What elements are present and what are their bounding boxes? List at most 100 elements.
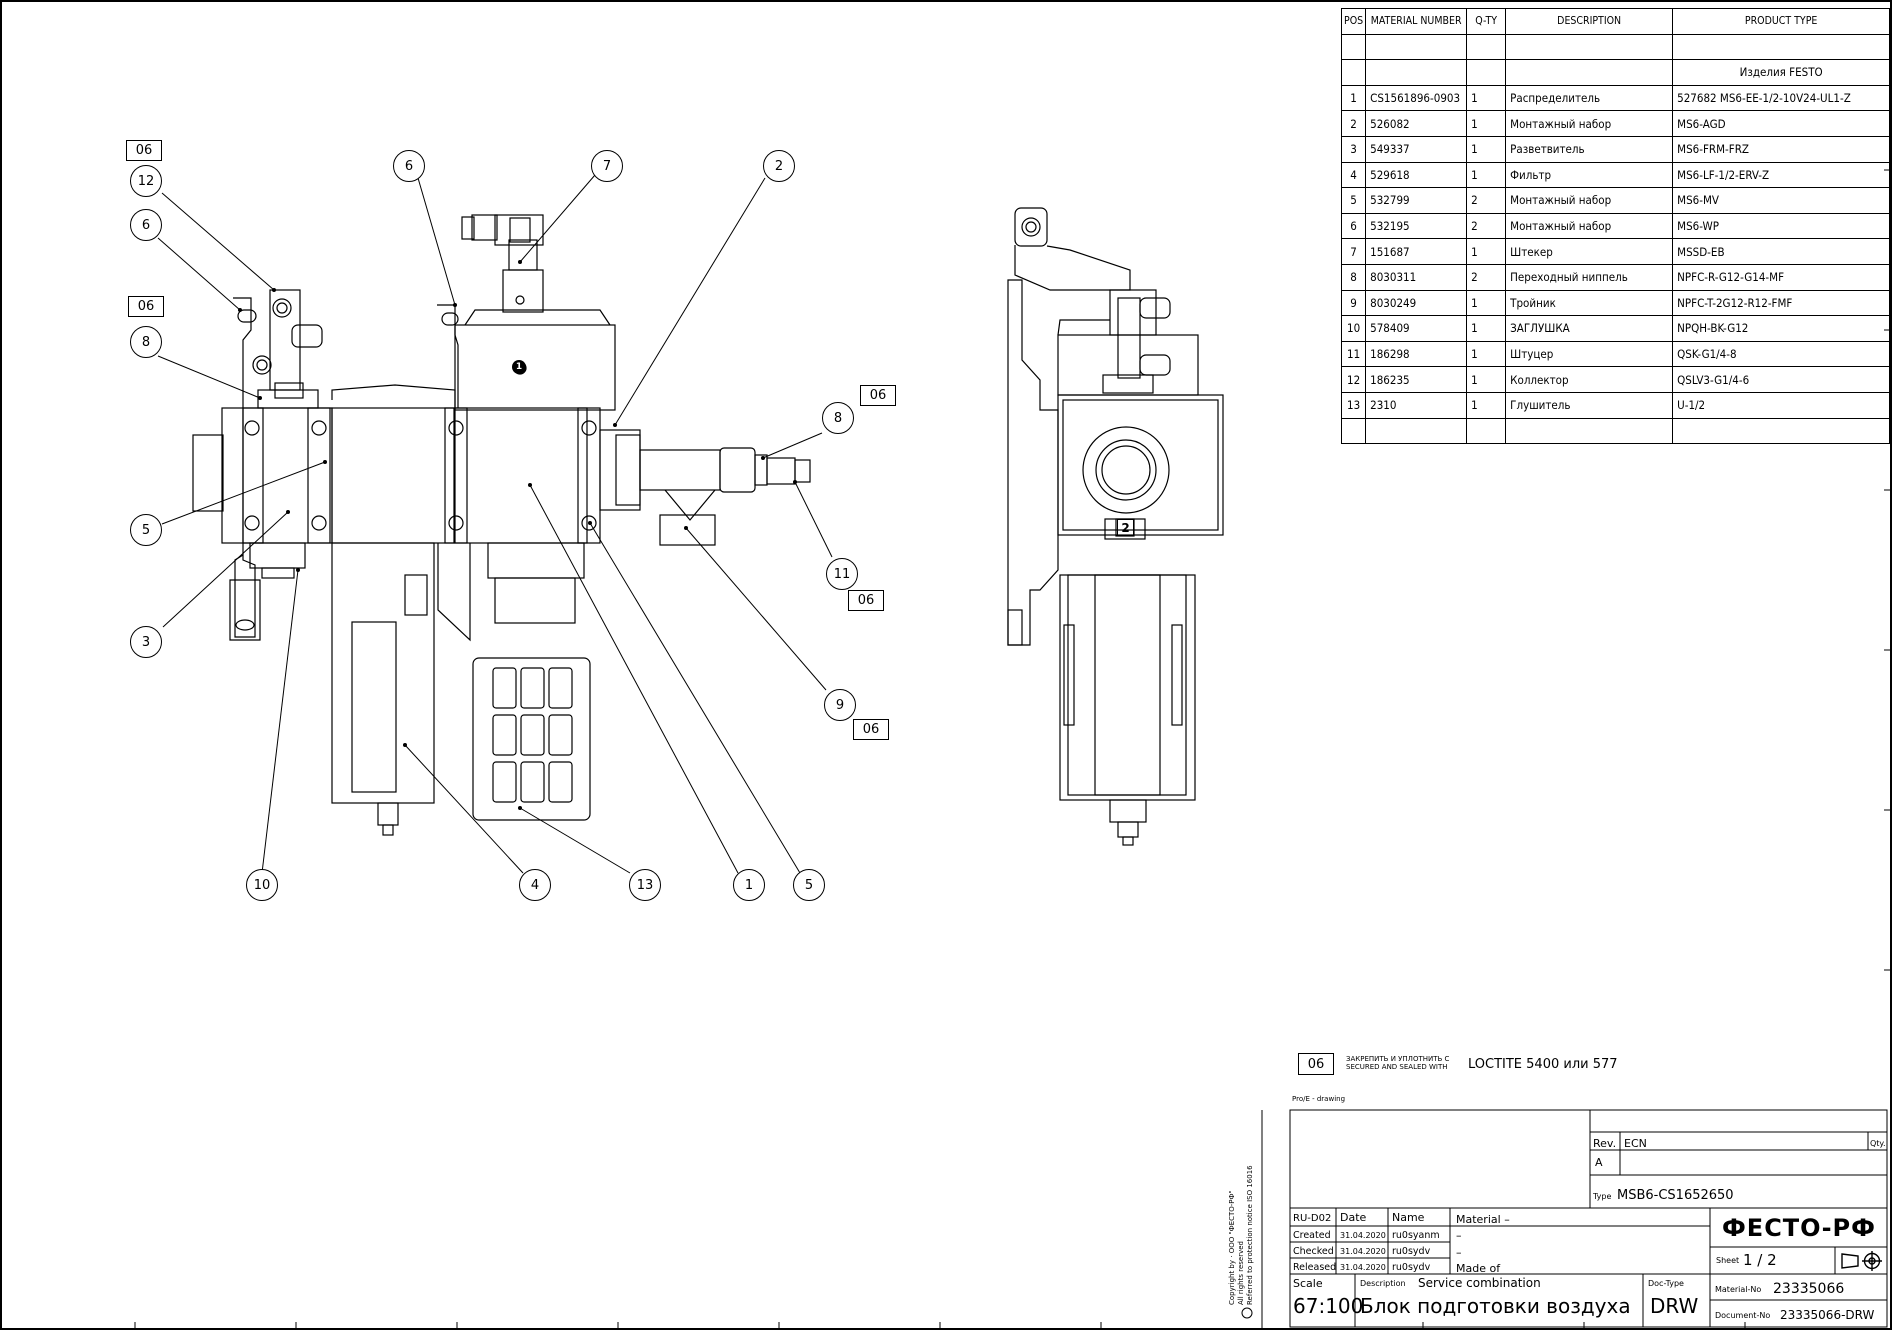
note-instruction: ЗАКРЕПИТЬ И УПЛОТНИТЬ С SECURED AND SEAL… — [1346, 1055, 1449, 1071]
note-tag-06: 06 — [848, 590, 884, 611]
bom-cell-qty: 1 — [1466, 84, 1507, 112]
front-view — [192, 214, 811, 836]
leader-lines — [157, 174, 833, 874]
bom-cell-material: 8030249 — [1365, 289, 1468, 317]
bom-cell-desc: Переходный ниппель — [1505, 263, 1674, 291]
header-qty: Q-TY — [1466, 8, 1507, 35]
bom-cell-qty: 1 — [1466, 289, 1507, 317]
bom-cell-qty: 1 — [1466, 340, 1507, 368]
bom-cell-material: 186235 — [1365, 366, 1468, 393]
table-row-group: Изделия FESTO — [1340, 59, 1891, 86]
bom-cell-qty: 1 — [1466, 238, 1507, 265]
note-tag-06: 06 — [128, 296, 164, 317]
bom-cell-material: 532799 — [1365, 187, 1468, 214]
bom-cell-pos: 6 — [1340, 212, 1367, 240]
bom-cell-type: MS6-AGD — [1672, 110, 1891, 137]
bom-cell-qty: 2 — [1466, 212, 1507, 240]
balloon-6: 6 — [393, 150, 425, 182]
bom-cell-qty: 1 — [1466, 135, 1507, 163]
balloon-5: 5 — [130, 514, 162, 546]
balloon-7: 7 — [591, 150, 623, 182]
bom-cell-type: NPFC-R-G12-G14-MF — [1672, 263, 1891, 291]
copyright-line-3: Referred to protection notice ISO 16016 — [1246, 1165, 1254, 1305]
bom-cell-material: 186298 — [1365, 340, 1468, 368]
side-view — [1007, 207, 1224, 846]
bom-cell-pos: 13 — [1340, 391, 1367, 419]
bom-cell-type: MS6-WP — [1672, 212, 1891, 240]
created-name: ru0syanm — [1392, 1230, 1440, 1241]
bom-cell-pos: 2 — [1340, 110, 1367, 137]
balloon-12: 12 — [130, 165, 162, 197]
header-description: DESCRIPTION — [1505, 8, 1674, 35]
table-row-empty — [1340, 33, 1891, 61]
header-pos: POS — [1340, 8, 1367, 35]
bom-cell-type: MS6-MV — [1672, 187, 1891, 214]
doctype-value: DRW — [1650, 1294, 1699, 1318]
bom-cell-material: 8030311 — [1365, 263, 1468, 291]
bom-cell-desc: Штекер — [1505, 238, 1674, 265]
title-block-lines — [1261, 1109, 1888, 1328]
bom-cell-desc: Распределитель — [1505, 84, 1674, 112]
ru-code: RU-D02 — [1293, 1213, 1332, 1224]
bom-cell-pos: 10 — [1340, 315, 1367, 342]
bom-cell-pos: 7 — [1340, 238, 1367, 265]
copyright-line-1: Copyright by · ООО "ФЕСТО-РФ" — [1228, 1190, 1236, 1305]
description-ru: Блок подготовки воздуха — [1360, 1294, 1631, 1318]
created-label: Created — [1293, 1230, 1331, 1241]
bom-cell-desc: Глушитель — [1505, 391, 1674, 419]
name-label: Name — [1392, 1211, 1425, 1224]
document-no-label: Document-No — [1715, 1311, 1771, 1320]
bom-cell-pos: 1 — [1340, 84, 1367, 112]
bom-cell-type: MS6-LF-1/2-ERV-Z — [1672, 161, 1891, 189]
material-label-text: Material — [1456, 1213, 1501, 1226]
bom-cell-material: 529618 — [1365, 161, 1468, 189]
bom-cell-material: 151687 — [1365, 238, 1468, 265]
bom-cell-pos: 9 — [1340, 289, 1367, 317]
made-of-label: Made of — [1456, 1262, 1501, 1275]
bom-cell-desc: Тройник — [1505, 289, 1674, 317]
note-tag-06: 06 — [860, 385, 896, 406]
bom-cell-type: QSLV3-G1/4-6 — [1672, 366, 1891, 393]
bom-cell-desc: ЗАГЛУШКА — [1505, 315, 1674, 342]
released-label: Released — [1293, 1262, 1337, 1273]
released-name: ru0sydv — [1392, 1262, 1431, 1273]
note-tag-06: 06 — [853, 719, 889, 740]
bom-cell-qty: 2 — [1466, 263, 1507, 291]
balloon-3: 3 — [130, 626, 162, 658]
balloon-6: 6 — [130, 209, 162, 241]
parts-list-header: POS MATERIAL NUMBER Q-TY DESCRIPTION PRO… — [1340, 8, 1891, 35]
checked-label: Checked — [1293, 1246, 1334, 1257]
bom-cell-pos: 8 — [1340, 263, 1367, 291]
bom-cell-type: 527682 MS6-EE-1/2-10V24-UL1-Z — [1672, 84, 1891, 112]
balloon-5: 5 — [793, 869, 825, 901]
bom-cell-qty: 1 — [1466, 315, 1507, 342]
bom-cell-material: 526082 — [1365, 110, 1468, 137]
balloon-10: 10 — [246, 869, 278, 901]
bom-cell-type: MS6-FRM-FRZ — [1672, 135, 1891, 163]
material-no-label: Material-No — [1715, 1285, 1762, 1294]
rev-value: A — [1595, 1156, 1603, 1169]
bom-cell-type: NPQH-BK-G12 — [1672, 315, 1891, 342]
bom-cell-qty: 2 — [1466, 187, 1507, 214]
copyright-line-2: All rights reserved — [1237, 1241, 1245, 1305]
bom-cell-qty: 1 — [1466, 391, 1507, 419]
balloon-13: 13 — [629, 869, 661, 901]
description-label: Description — [1360, 1279, 1406, 1288]
bom-cell-desc: Разветвитель — [1505, 135, 1674, 163]
balloon-4: 4 — [519, 869, 551, 901]
bom-cell-desc: Штуцер — [1505, 340, 1674, 368]
bom-cell-desc: Коллектор — [1505, 366, 1674, 393]
bom-cell-type: MSSD-EB — [1672, 238, 1891, 265]
copyright-icon — [1241, 1307, 1253, 1319]
bom-cell-pos: 5 — [1340, 187, 1367, 214]
position-mark-2: 2 — [1117, 519, 1134, 536]
